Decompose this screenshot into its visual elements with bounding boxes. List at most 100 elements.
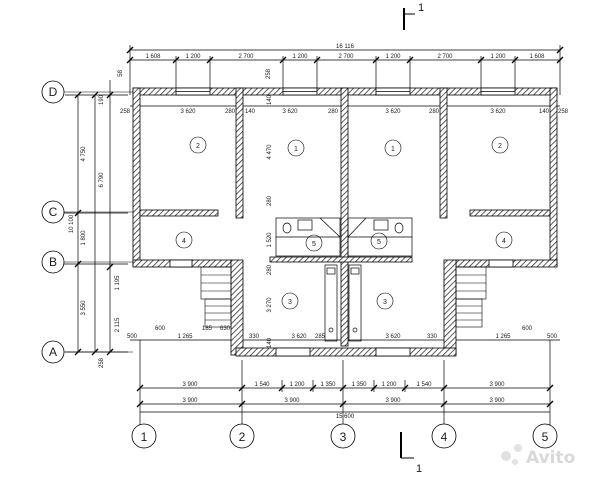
left-dim-label: 4 750 (81, 146, 87, 162)
bottom-dim-label: 3 900 (284, 398, 300, 404)
overall-width-top: 16 116 (336, 44, 355, 50)
sanitary-block (275, 217, 413, 342)
top-dim-label: 2 700 (437, 54, 453, 60)
axis-label-row: C (49, 205, 58, 219)
center-dim-label: 280 (267, 264, 273, 275)
axis-label-row: D (49, 85, 58, 99)
bottom-dim-label: 1 350 (351, 382, 367, 388)
bottom-dim-label: 1 540 (254, 382, 270, 388)
room-labels: 2 1 1 2 4 5 5 4 3 3 (182, 143, 506, 306)
axis-label-column: 2 (239, 430, 246, 444)
top-dim-label: 2 700 (338, 54, 354, 60)
watermark-text: Avito (526, 448, 575, 468)
room-number: 1 (294, 146, 298, 153)
left-total-dim: 10 100 (69, 214, 75, 233)
axis-label-row: A (49, 345, 57, 359)
room-number: 2 (196, 143, 200, 150)
room-dim-label: 330 (427, 334, 438, 340)
room-number: 4 (502, 238, 506, 245)
room-dim-label: 3 620 (490, 109, 506, 115)
room-dim-label: 3 620 (180, 109, 196, 115)
room-dim-label: 3 620 (282, 109, 298, 115)
bottom-dim-label: 1 540 (416, 382, 432, 388)
watermark: Avito (501, 444, 575, 468)
section-label-bottom: 1 (416, 463, 422, 475)
upper-room-dims: 258 3 620 280 140 3 620 280 3 620 280 3 … (120, 109, 569, 115)
room-dim-label: 280 (429, 109, 440, 115)
center-dim-label: 1 520 (267, 232, 273, 248)
top-wall-dim: 258 (266, 68, 272, 79)
top-dim-label: 1 200 (385, 54, 401, 60)
room-dim-label: 500 (547, 334, 558, 340)
windows (169, 87, 516, 357)
column-axis-markers (131, 423, 558, 449)
bottom-dim-label: 3 900 (489, 398, 505, 404)
room-number: 3 (288, 299, 292, 306)
room-dim-label: 140 (245, 109, 256, 115)
bottom-dim-label: 1 200 (381, 382, 397, 388)
center-dim-label: 280 (267, 195, 273, 206)
section-mark-bottom: 1 (400, 432, 422, 475)
porch-left (200, 266, 232, 328)
room-dim-label: 1 265 (495, 334, 511, 340)
room-number: 5 (377, 239, 381, 246)
room-dim-label: 3 620 (385, 109, 401, 115)
porch-right (455, 266, 487, 328)
row-axis-markers (41, 80, 65, 364)
bottom-dim-label: 1 200 (289, 382, 305, 388)
overall-width-bottom: 15 600 (336, 414, 355, 420)
left-dim-label: 3 550 (81, 300, 87, 316)
room-dim-label: 258 (558, 109, 569, 115)
left-small-dim: 258 (99, 357, 105, 368)
top-dim-label: 1 200 (292, 54, 308, 60)
top-left-wall-dim: 58 (118, 69, 124, 76)
walls (132, 87, 558, 357)
section-mark-top: 1 (403, 2, 424, 30)
center-vertical-dims: 140 4 470 280 1 520 280 3 270 140 (267, 94, 273, 348)
room-dim-label: 3 620 (385, 334, 401, 340)
row-axis-lines (64, 91, 133, 353)
room-number: 2 (498, 143, 502, 150)
room-dim-label: 285 (315, 334, 326, 340)
left-dim-label: 2 115 (115, 317, 121, 332)
room-dim-label: 600 (155, 326, 166, 332)
room-dim-label: 630 (220, 326, 231, 332)
axis-label-column: 5 (542, 430, 549, 444)
room-dim-label: 185 (202, 326, 213, 332)
room-number: 5 (312, 241, 316, 248)
room-dim-label: 140 (539, 109, 550, 115)
bottom-dim-labels-row2: 3 900 3 900 3 900 3 900 (182, 398, 505, 404)
room-dim-label: 280 (328, 109, 339, 115)
axis-label-row: B (49, 255, 57, 269)
top-dim-label: 1 200 (185, 54, 201, 60)
left-dim-label: 1 800 (81, 230, 87, 246)
room-number: 3 (383, 299, 387, 306)
bottom-dim-label: 3 900 (182, 398, 198, 404)
room-markers (175, 136, 513, 310)
room-dim-label: 3 620 (291, 334, 307, 340)
top-dimension-labels: 1 608 1 200 2 700 1 200 2 700 1 200 2 70… (145, 54, 545, 60)
left-dim-label: 1 195 (115, 275, 121, 291)
bottom-dim-label: 3 900 (182, 382, 198, 388)
left-dim-label: 6 790 (99, 172, 105, 188)
center-dim-label: 3 270 (267, 297, 273, 313)
top-dim-label: 1 200 (490, 54, 506, 60)
column-axis-labels: 1 2 3 4 5 (141, 430, 549, 444)
bottom-dim-label: 3 900 (385, 398, 401, 404)
dimension-lines-bottom (136, 340, 554, 425)
center-dim-label: 140 (267, 337, 273, 348)
top-dim-label: 1 608 (145, 54, 161, 60)
bottom-dim-label: 1 350 (320, 382, 336, 388)
room-dim-label: 500 (127, 334, 138, 340)
lower-room-dims: 500 600 1 265 185 630 330 3 620 285 3 62… (127, 326, 558, 340)
bottom-dim-labels-row1: 3 900 1 540 1 200 1 350 1 350 1 200 1 54… (182, 382, 505, 388)
axis-label-column: 3 (340, 430, 347, 444)
room-dim-label: 600 (522, 326, 533, 332)
axis-label-column: 4 (441, 430, 448, 444)
left-dim-labels: 4 750 1 800 3 550 10 100 6 790 1 195 2 1… (69, 94, 121, 368)
room-number: 4 (182, 238, 186, 245)
room-dim-label: 280 (225, 109, 236, 115)
room-dim-label: 330 (249, 334, 260, 340)
center-dim-label: 4 470 (267, 144, 273, 160)
